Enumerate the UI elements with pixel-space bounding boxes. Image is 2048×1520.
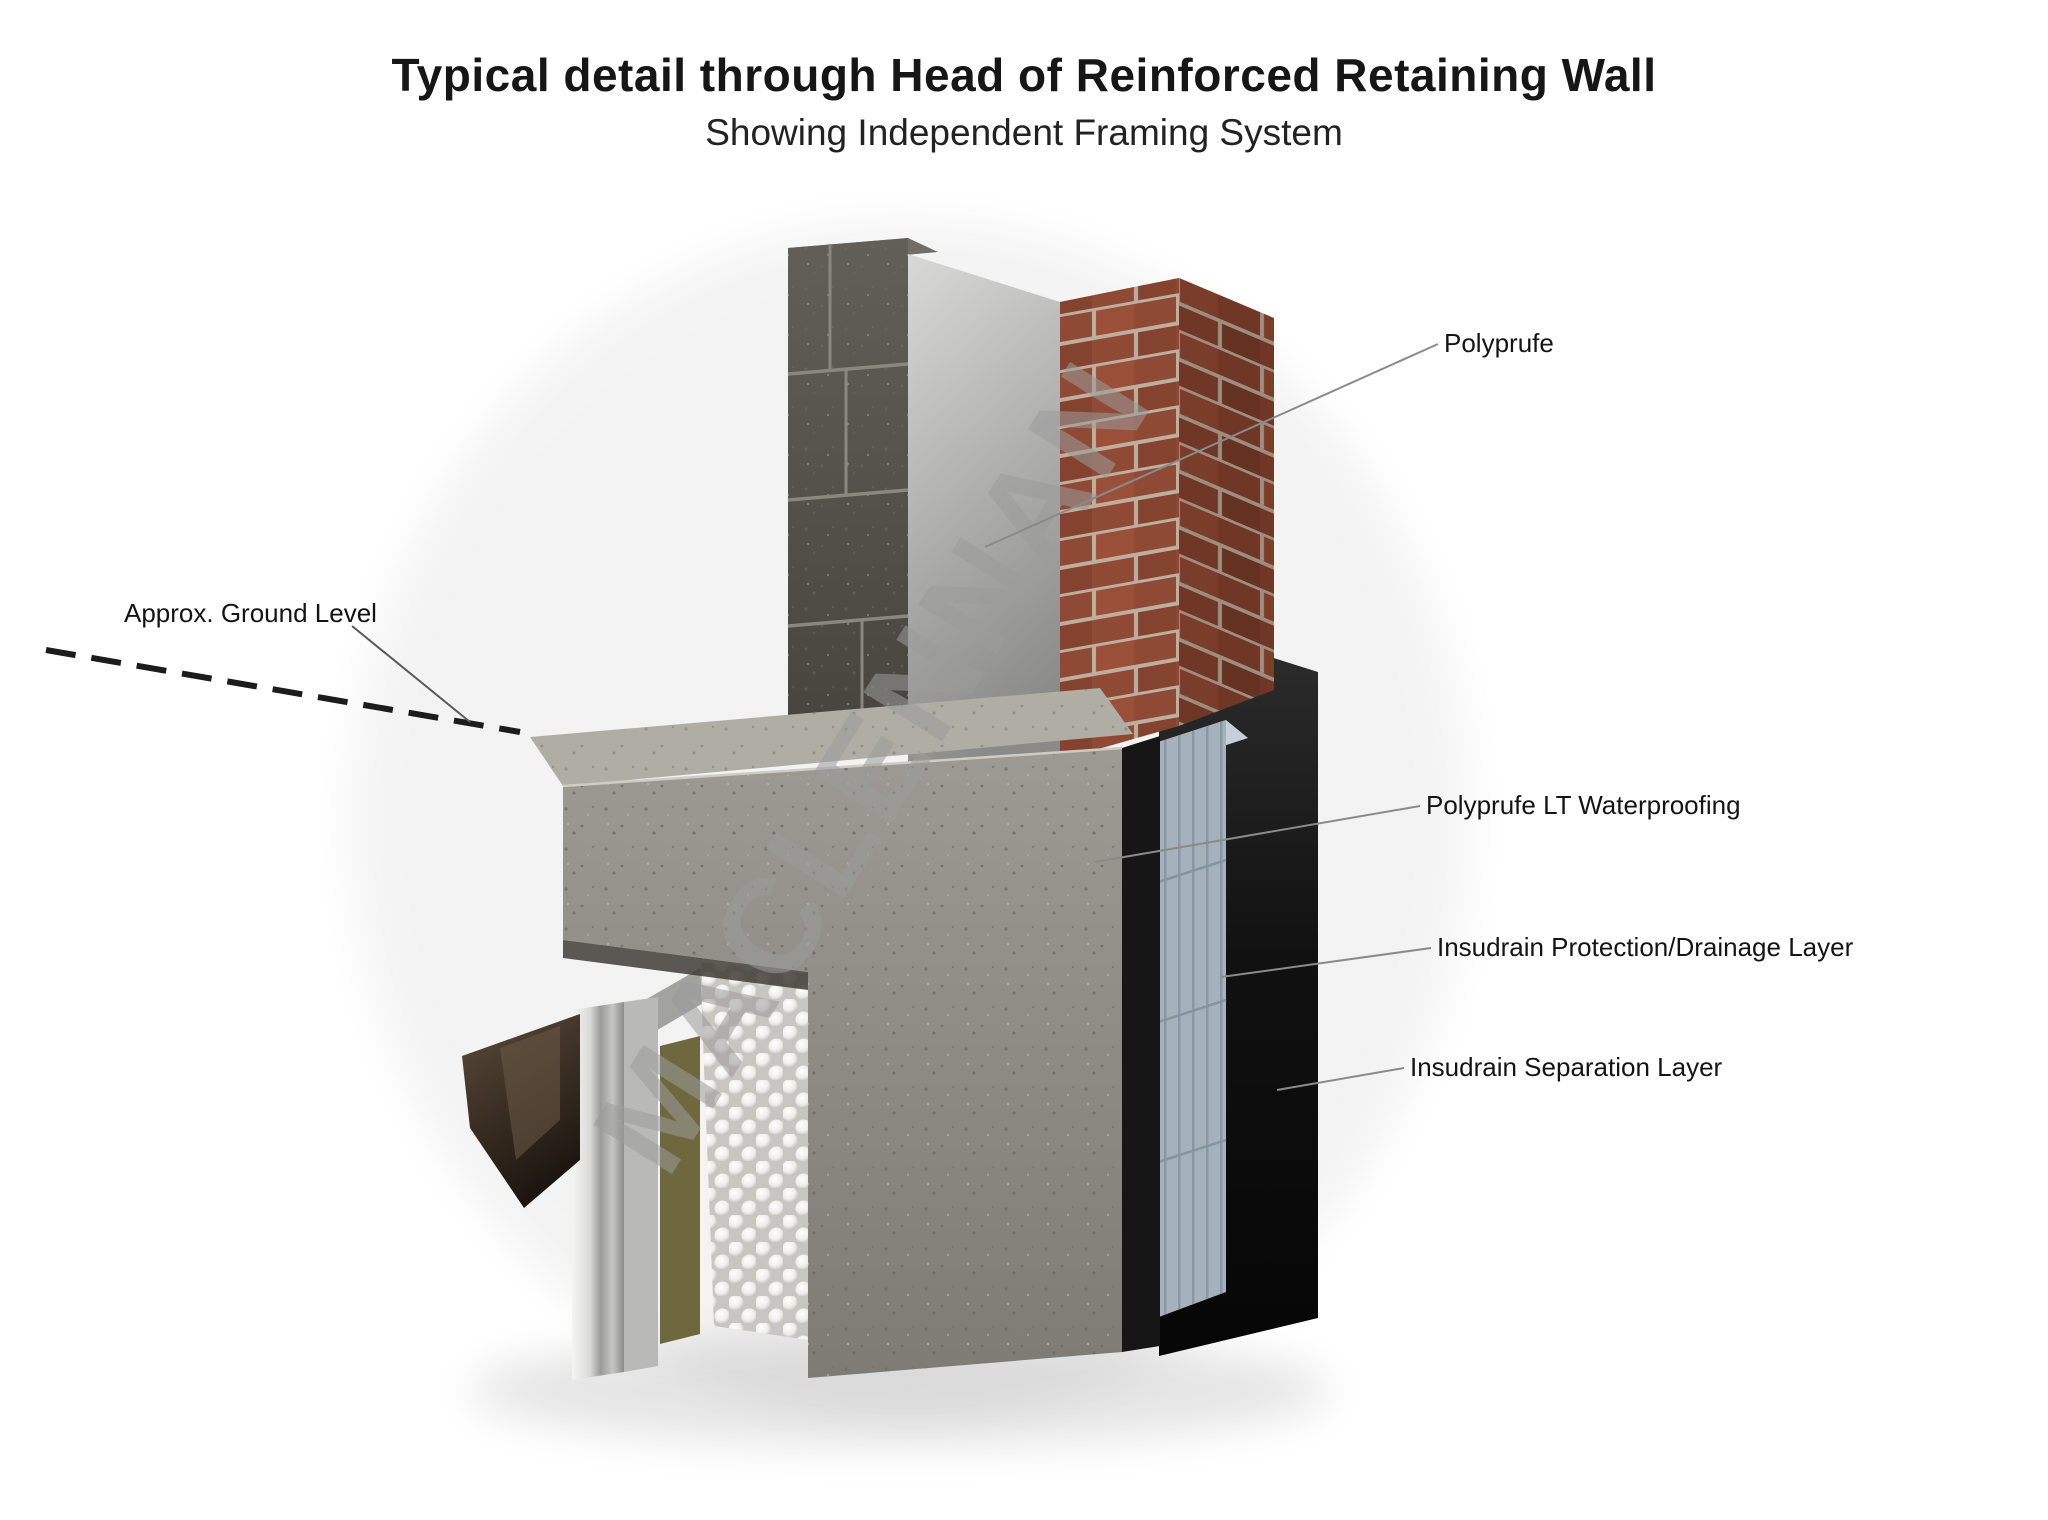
leader-lines [984, 343, 1439, 1091]
concrete-retaining-wall [530, 688, 1160, 1378]
page-title: Typical detail through Head of Reinforce… [391, 49, 1657, 101]
leader-polyprufe-lt [1094, 805, 1421, 863]
brick-wall [1060, 278, 1274, 760]
label-polyprufe-lt: Polyprufe LT Waterproofing [1426, 790, 1741, 820]
ground-level-line [45, 625, 521, 735]
metal-flashing [572, 1002, 624, 1380]
notch-layers [462, 940, 808, 1380]
label-insudrain-protection: Insudrain Protection/Drainage Layer [1437, 932, 1854, 962]
label-ground-level: Approx. Ground Level [124, 598, 377, 628]
separation-strip [660, 1036, 700, 1344]
render-panel [908, 254, 1060, 790]
page-subtitle: Showing Independent Framing System [705, 112, 1343, 153]
membrane-wedge-fold [500, 1026, 560, 1160]
leader-insudrain-protection [1220, 947, 1432, 978]
drainage-panel [1139, 720, 1248, 1324]
label-insudrain-separation: Insudrain Separation Layer [1410, 1052, 1723, 1082]
leader-polyprufe [984, 343, 1439, 548]
dimpled-membrane [700, 962, 808, 1340]
leader-insudrain-separation [1276, 1067, 1405, 1091]
slab-soffit-shadow [563, 940, 808, 990]
blockwork-wall [787, 238, 938, 754]
metal-flashing-secondary [624, 997, 658, 1372]
label-polyprufe: Polyprufe [1444, 328, 1554, 358]
ground-shadow [470, 1335, 1330, 1445]
